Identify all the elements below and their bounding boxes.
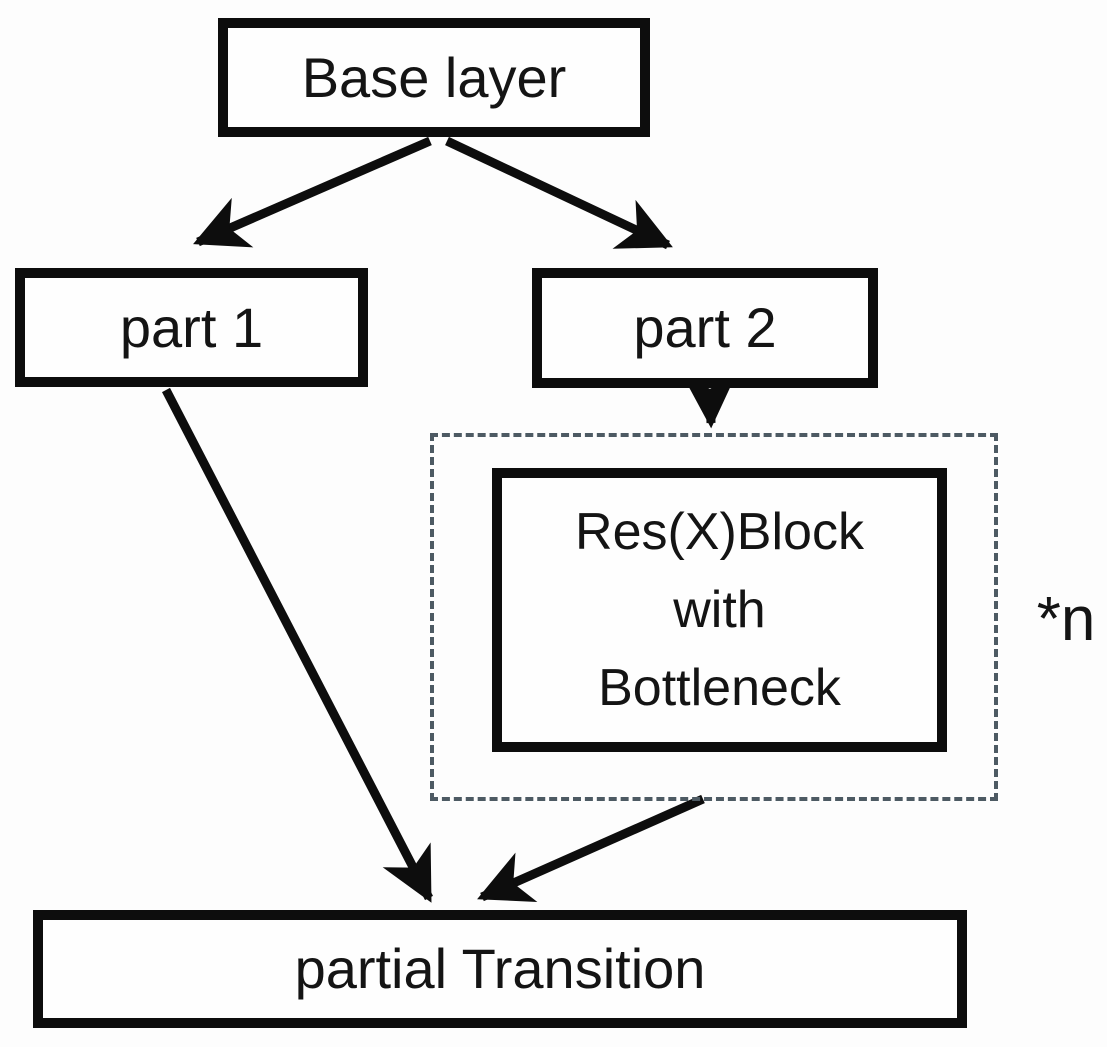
arrow-resblock-group-to-partial-transition bbox=[477, 794, 705, 902]
node-base-layer-label: Base layer bbox=[301, 45, 567, 109]
node-part-2-label: part 2 bbox=[633, 296, 777, 360]
node-part-2: part 2 bbox=[532, 268, 878, 388]
arrow-base-to-part1 bbox=[193, 136, 432, 248]
node-partial-transition: partial Transition bbox=[33, 910, 967, 1028]
repeat-group-box bbox=[430, 433, 998, 801]
arrow-base-to-part2 bbox=[445, 136, 673, 250]
arrow-part2-to-resblock-group bbox=[682, 373, 737, 429]
node-res-block-label-line-2: with bbox=[673, 581, 766, 639]
node-res-block-label-line-1: Res(X)Block bbox=[575, 503, 864, 561]
node-partial-transition-label: partial Transition bbox=[294, 937, 706, 1001]
node-base-layer: Base layer bbox=[218, 18, 650, 137]
node-part-1-label: part 1 bbox=[119, 295, 264, 359]
node-res-block: Res(X)Block with Bottleneck bbox=[492, 468, 947, 752]
repeat-count-label: *n bbox=[1036, 585, 1096, 654]
node-res-block-label-line-3: Bottleneck bbox=[598, 659, 841, 717]
node-part-1: part 1 bbox=[15, 268, 368, 387]
arrow-part1-to-partial-transition bbox=[162, 387, 433, 903]
